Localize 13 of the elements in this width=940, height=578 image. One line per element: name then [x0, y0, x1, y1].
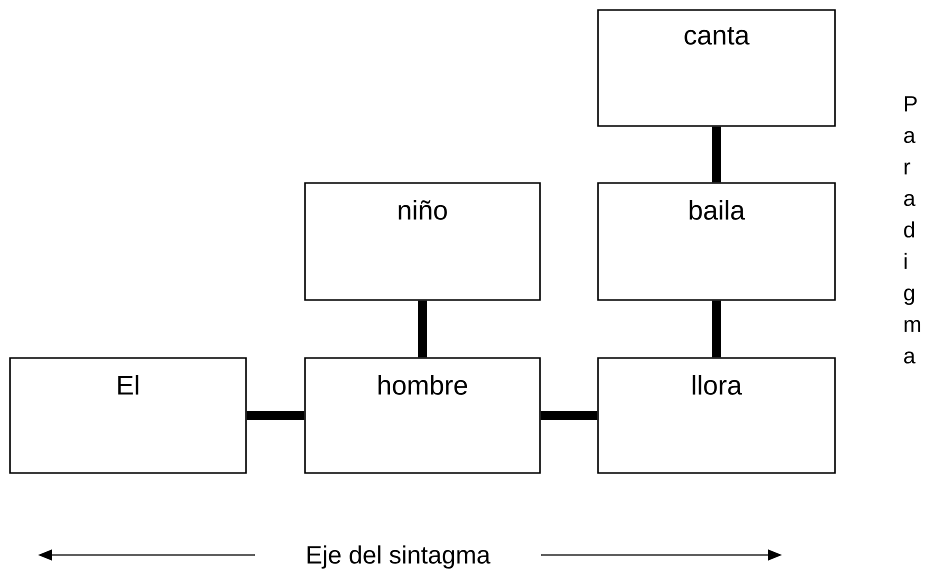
connector-bar	[540, 411, 598, 420]
word-box: canta	[597, 9, 836, 127]
word-box: baila	[597, 182, 836, 301]
connector-bar	[712, 126, 721, 182]
word-box: El	[9, 357, 247, 474]
word-box: niño	[304, 182, 541, 301]
axis-label: Eje del sintagma	[308, 545, 490, 569]
word-box: hombre	[304, 357, 541, 474]
vertical-label: Paradigma	[904, 96, 920, 364]
connector-bar	[246, 411, 304, 420]
connector-bar	[418, 300, 427, 358]
connector-bar	[712, 300, 721, 358]
word-box: llora	[597, 357, 836, 474]
